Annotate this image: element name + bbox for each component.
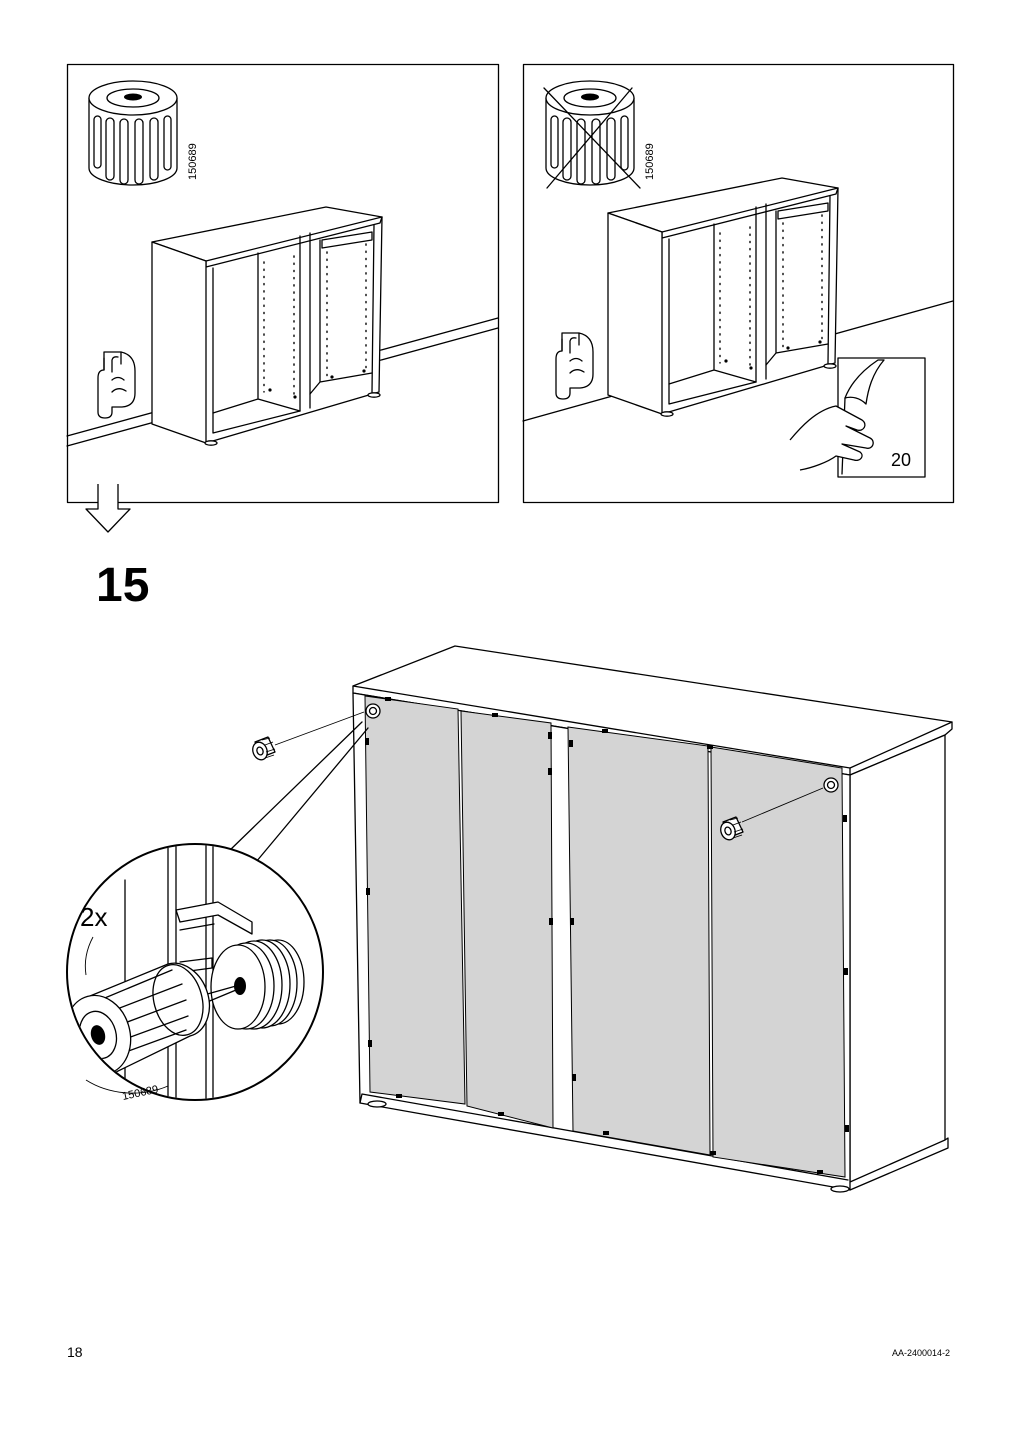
part-number-label: 150689 [121, 1084, 159, 1103]
bumper-hole [823, 777, 839, 793]
info-panel-correct: 150689 [66, 63, 500, 504]
back-panel-1 [364, 695, 466, 1105]
cabinet-away-from-wall [607, 177, 839, 417]
back-panel-3 [567, 726, 711, 1156]
foot [830, 1185, 850, 1193]
leader-line [741, 787, 824, 823]
cabinet-side [849, 734, 946, 1183]
page-number: 18 [67, 1344, 83, 1360]
bumper-icon [249, 736, 276, 763]
bumper-icon [545, 80, 635, 186]
step-number: 15 [96, 559, 149, 612]
back-panel-4 [710, 746, 846, 1178]
sticker-count: 20 [891, 450, 911, 470]
cabinet-against-wall [151, 206, 383, 446]
callout-pointer [227, 721, 369, 863]
quantity-label: 2x [80, 902, 107, 932]
part-number-pointer [85, 1079, 169, 1094]
peel-sticker-icon: 20 [789, 357, 926, 478]
part-number-label: 150689 [644, 143, 656, 180]
panel-frame [66, 63, 500, 504]
magnify-callout: 2x 150689 [66, 721, 369, 1103]
bumper-hole [365, 703, 381, 719]
panel-frame [522, 63, 955, 504]
cabinet-rear-view [249, 645, 953, 1193]
foot [367, 1100, 387, 1108]
document-id: AA-2400014-2 [892, 1348, 950, 1358]
info-panel-incorrect: 150689 20 [522, 63, 955, 504]
cross-out-icon [543, 87, 641, 189]
panel-clips [365, 697, 849, 1174]
quantity-pointer [84, 936, 94, 976]
hand-pointing-icon [97, 351, 136, 419]
back-panel-2 [460, 710, 554, 1129]
down-arrow-icon [85, 484, 131, 533]
leader-line [274, 711, 365, 746]
bumper-icon [88, 80, 178, 186]
bumper-base-disk [210, 939, 305, 1030]
part-number-label: 150689 [187, 143, 199, 180]
bumper-knob-magnified [68, 962, 211, 1076]
hand-pointing-icon [555, 332, 594, 400]
